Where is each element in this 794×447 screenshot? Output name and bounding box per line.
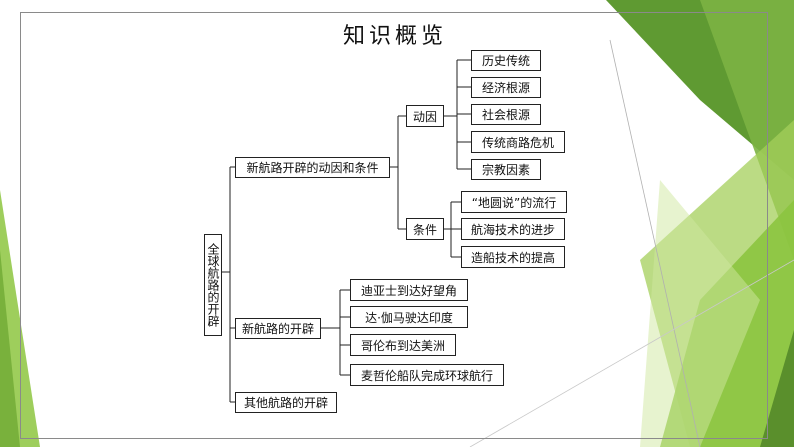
leaf-node: 航海技术的进步 (461, 218, 565, 240)
branch-node-other-routes: 其他航路的开辟 (235, 392, 337, 413)
group-node-conditions: 条件 (406, 218, 444, 240)
branch-node-new-routes: 新航路的开辟 (235, 318, 321, 339)
leaf-node: 迪亚士到达好望角 (350, 279, 468, 301)
leaf-node: 传统商路危机 (471, 131, 565, 153)
leaf-node: 哥伦布到达美洲 (350, 334, 456, 356)
leaf-node: 麦哲伦船队完成环球航行 (350, 364, 504, 386)
leaf-node: 达·伽马驶达印度 (350, 306, 468, 328)
group-node-causes: 动因 (406, 105, 444, 127)
leaf-node: “地圆说”的流行 (461, 191, 567, 213)
content-frame (20, 12, 768, 439)
root-node: 全球航路的开辟 (204, 234, 222, 336)
leaf-node: 宗教因素 (471, 159, 541, 180)
leaf-node: 经济根源 (471, 77, 541, 98)
leaf-node: 造船技术的提高 (461, 246, 565, 268)
page-title: 知识概览 (342, 24, 447, 49)
leaf-node: 社会根源 (471, 104, 541, 125)
branch-node-causes-conditions: 新航路开辟的动因和条件 (235, 157, 390, 178)
leaf-node: 历史传统 (471, 50, 541, 71)
